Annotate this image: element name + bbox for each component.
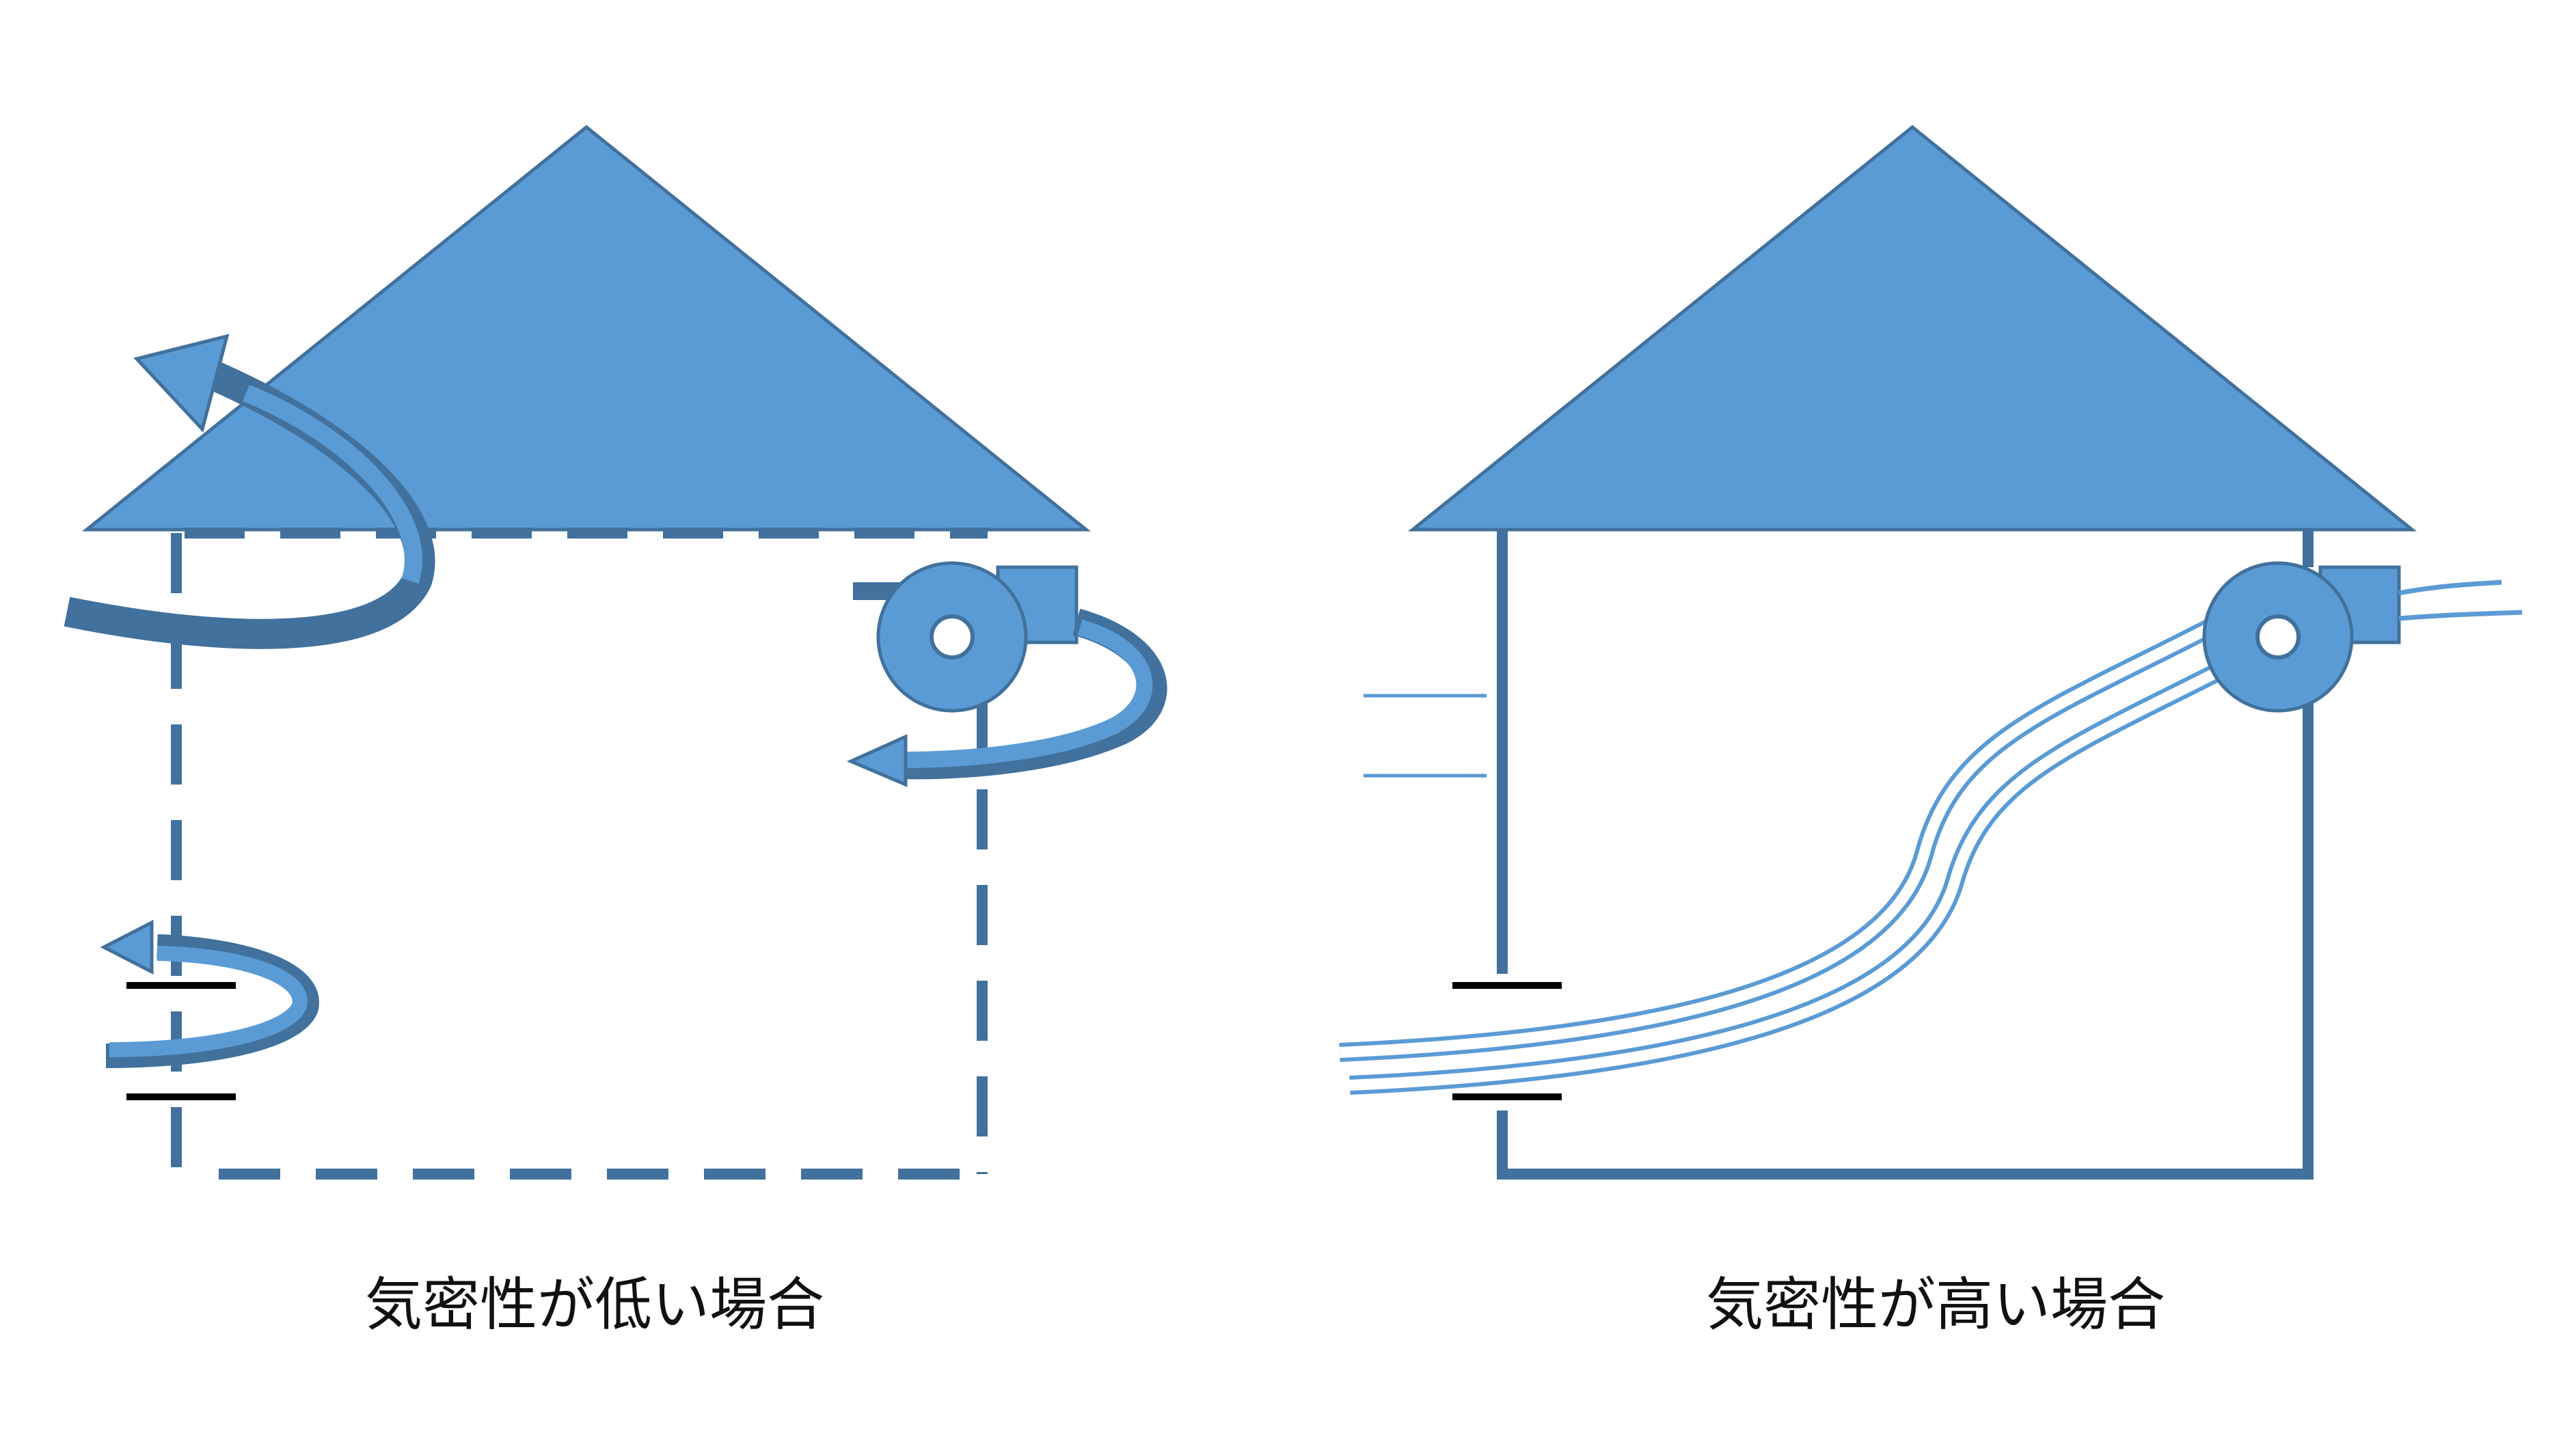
airflow-path-inner-gap	[1339, 616, 2224, 1058]
right-roof	[1407, 124, 2417, 532]
fan-swirl-ribbon	[901, 619, 1153, 768]
right-caption: 気密性が高い場合	[1706, 1271, 2165, 1338]
left-caption: 気密性が低い場合	[365, 1271, 824, 1338]
right-exhaust-fan	[2202, 561, 2401, 713]
airflow-path-inner-gap-lower	[1349, 651, 2251, 1091]
right-planned-airflow	[1339, 613, 2253, 1095]
right-wall-left-lower-and-bottom	[1497, 697, 2314, 1180]
right-house-walls-solid	[1497, 530, 2314, 1180]
upper-swirl-ribbon-highlight	[243, 384, 422, 584]
left-roof	[81, 124, 1092, 532]
left-fan-recirculation-swirl	[846, 608, 1167, 787]
right-exhaust-arrow-1	[2398, 580, 2502, 596]
right-fan-hub	[2255, 614, 2301, 659]
left-leak-swirl-lower	[100, 919, 319, 1068]
panel-low-airtightness: 気密性が低い場合	[64, 124, 1167, 1338]
left-leak-swirl-upper	[64, 333, 435, 649]
right-exhaust-arrow-2	[2398, 610, 2523, 621]
panel-high-airtightness: 気密性が高い場合	[1339, 124, 2523, 1338]
upper-swirl-arrowhead	[133, 333, 230, 433]
lower-swirl-ribbon	[109, 946, 308, 1057]
lower-swirl-arrowhead	[100, 919, 154, 975]
left-fan-hub	[930, 614, 975, 659]
fan-swirl-arrowhead	[846, 734, 908, 787]
left-exhaust-fan	[853, 561, 1079, 713]
